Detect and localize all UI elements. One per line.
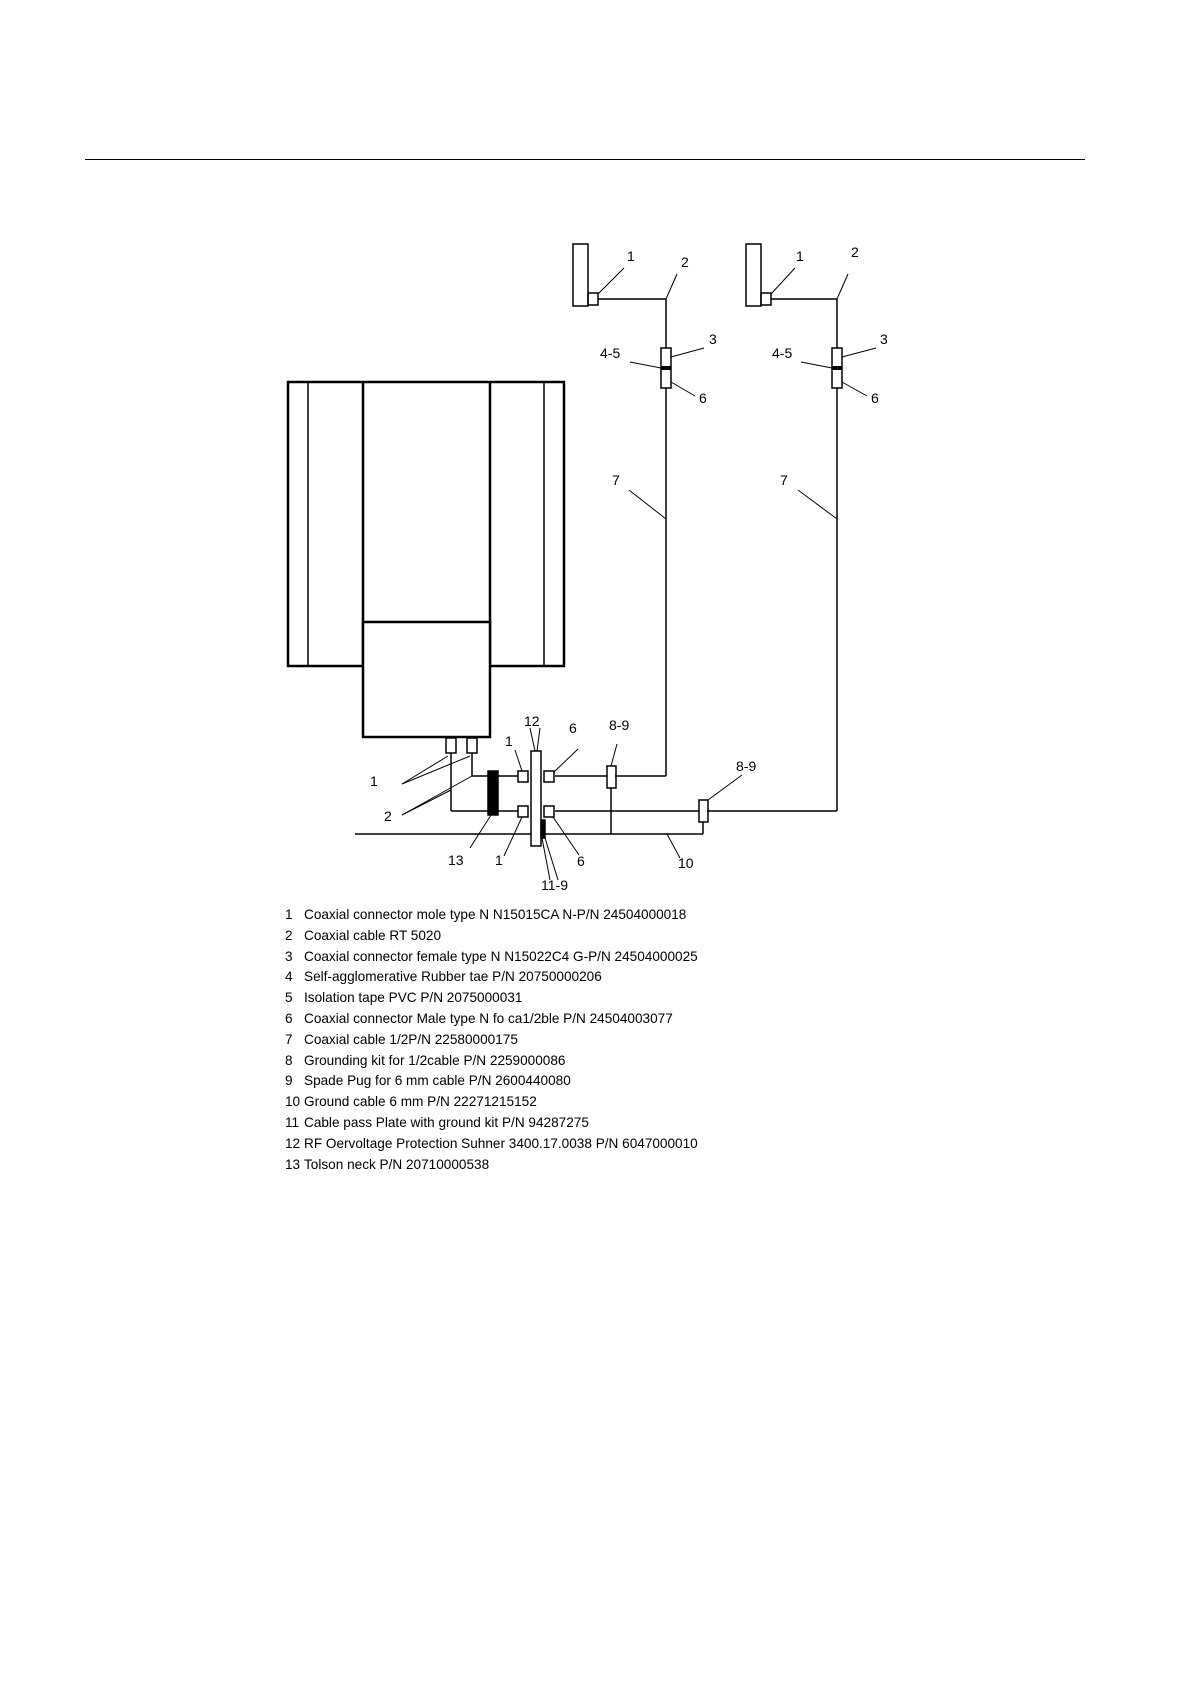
legend-number: 9 bbox=[285, 1073, 293, 1089]
legend-text: Coaxial connector mole type N N15015CA N… bbox=[304, 907, 687, 922]
legend-text: Ground cable 6 mm P/N 22271215152 bbox=[304, 1094, 537, 1110]
callout-2-right: 2 bbox=[851, 244, 859, 260]
callout-8-9-left: 8-9 bbox=[609, 717, 629, 733]
legend-text: Coaxial connector Male type N fo ca1/2bl… bbox=[304, 1010, 673, 1026]
header-rule bbox=[85, 159, 1085, 160]
callout-4-5-left: 4-5 bbox=[600, 345, 620, 361]
callout-2-cabinet: 2 bbox=[384, 808, 392, 824]
legend-number: 1 bbox=[285, 907, 293, 922]
callout-6-right: 6 bbox=[871, 390, 879, 406]
callout-12-entry: 12 bbox=[524, 713, 540, 729]
callout-8-9-right: 8-9 bbox=[736, 758, 756, 774]
legend-number: 3 bbox=[285, 948, 293, 964]
legend-text: Cable pass Plate with ground kit P/N 942… bbox=[304, 1114, 589, 1130]
antenna-left bbox=[555, 243, 672, 834]
callout-11-9-entry: 11-9 bbox=[541, 877, 568, 893]
callout-1-left: 1 bbox=[627, 248, 635, 264]
legend-text: RF Oervoltage Protection Suhner 3400.17.… bbox=[304, 1135, 698, 1151]
cable-entry-assembly bbox=[355, 737, 703, 847]
callout-13-entry: 13 bbox=[448, 852, 464, 868]
legend-text: Isolation tape PVC P/N 2075000031 bbox=[304, 990, 523, 1006]
legend-number: 2 bbox=[285, 927, 293, 943]
callout-7-left: 7 bbox=[612, 472, 620, 488]
legend-text: Coaxial connector female type N N15022C4… bbox=[304, 948, 698, 964]
antenna-right bbox=[555, 243, 843, 834]
callout-1-entry-top: 1 bbox=[505, 733, 513, 749]
callout-10-entry: 10 bbox=[678, 855, 694, 871]
callout-3-left: 3 bbox=[709, 331, 717, 347]
legend-text: Coaxial cable 1/2P/N 22580000175 bbox=[304, 1031, 518, 1047]
legend-text: Spade Pug for 6 mm cable P/N 2600440080 bbox=[304, 1073, 571, 1089]
callout-7-right: 7 bbox=[780, 472, 788, 488]
legend-text: Grounding kit for 1/2cable P/N 225900008… bbox=[304, 1052, 566, 1068]
callout-1-right: 1 bbox=[796, 248, 804, 264]
legend-text: Coaxial cable RT 5020 bbox=[304, 927, 442, 943]
legend-number: 11 bbox=[285, 1114, 300, 1130]
legend-number: 12 bbox=[285, 1135, 301, 1151]
callout-2-left: 2 bbox=[681, 254, 689, 270]
legend-number: 4 bbox=[285, 969, 293, 985]
leader-lines bbox=[401, 267, 877, 881]
legend-number: 5 bbox=[285, 990, 293, 1006]
equipment-cabinet bbox=[286, 380, 566, 739]
legend-number: 6 bbox=[285, 1010, 293, 1026]
callout-6-left: 6 bbox=[699, 390, 707, 406]
legend-number: 10 bbox=[285, 1094, 301, 1110]
legend-text: Tolson neck P/N 20710000538 bbox=[304, 1156, 490, 1172]
callout-6-entry-bottom: 6 bbox=[577, 853, 585, 869]
callout-1-entry-bottom: 1 bbox=[495, 852, 503, 868]
legend-text: Self-agglomerative Rubber tae P/N 207500… bbox=[304, 969, 602, 985]
legend-number: 8 bbox=[285, 1052, 293, 1068]
callout-4-5-right: 4-5 bbox=[772, 345, 792, 361]
legend-number: 13 bbox=[285, 1156, 301, 1172]
callout-3-right: 3 bbox=[880, 331, 888, 347]
callout-1-cabinet: 1 bbox=[370, 773, 378, 789]
legend-number: 7 bbox=[285, 1031, 293, 1047]
callout-6-entry-top: 6 bbox=[569, 720, 577, 736]
